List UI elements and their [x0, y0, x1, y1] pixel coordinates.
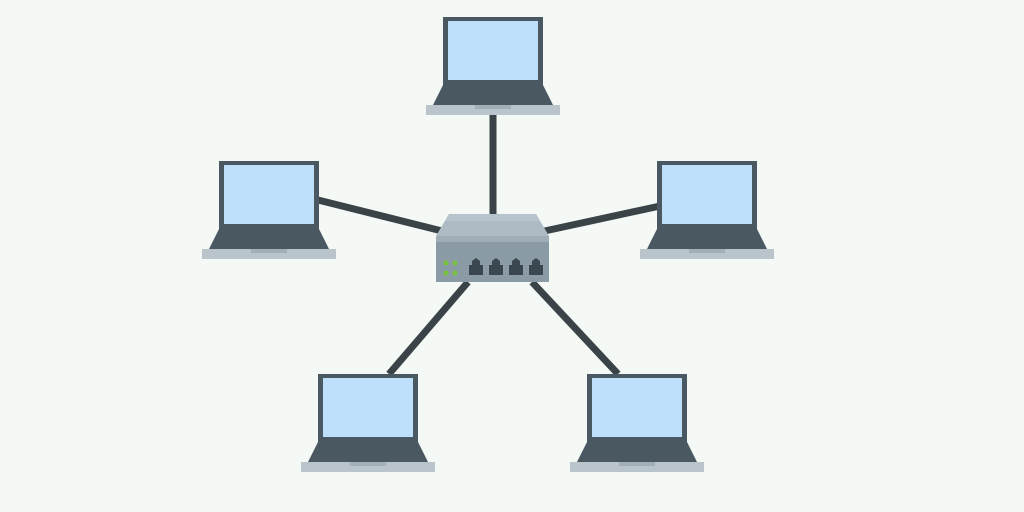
switch-ethernet-port: [489, 258, 503, 275]
switch-top-highlight: [445, 214, 540, 221]
cables: [317, 114, 661, 377]
switch-front-band: [436, 236, 549, 242]
laptop-trackpad: [350, 462, 386, 466]
cable-lower-left: [386, 279, 471, 377]
laptop-top: [426, 17, 560, 115]
laptop-keyboard: [209, 229, 329, 249]
laptop-trackpad: [251, 249, 287, 253]
laptop-trackpad: [619, 462, 655, 466]
switch-ethernet-port: [529, 258, 543, 275]
laptop-keyboard: [577, 442, 697, 462]
laptop-screen: [592, 378, 682, 437]
switch-ethernet-port: [509, 258, 523, 275]
switch-led: [443, 270, 449, 276]
laptop-base: [640, 249, 774, 259]
switch-led: [443, 260, 449, 266]
cable-upper-right: [539, 202, 661, 236]
laptop-lower-left: [301, 374, 435, 472]
laptop-keyboard: [647, 229, 767, 249]
laptop-base: [202, 249, 336, 259]
switch-front-face: [436, 236, 549, 282]
cable-lower-right: [529, 279, 621, 377]
switch-led: [452, 260, 458, 266]
laptops: [202, 17, 774, 472]
laptop-lower-right: [570, 374, 704, 472]
laptop-screen: [224, 165, 314, 224]
laptop-screen: [323, 378, 413, 437]
laptop-upper-right: [640, 161, 774, 259]
network-switch: [436, 214, 549, 282]
laptop-trackpad: [475, 105, 511, 109]
laptop-upper-left: [202, 161, 336, 259]
switch-led: [452, 270, 458, 276]
laptop-screen: [448, 21, 538, 80]
laptop-keyboard: [308, 442, 428, 462]
laptop-base: [570, 462, 704, 472]
laptop-keyboard: [433, 85, 553, 105]
laptop-screen: [662, 165, 752, 224]
laptop-base: [426, 105, 560, 115]
switch-ethernet-port: [469, 258, 483, 275]
laptop-base: [301, 462, 435, 472]
cable-upper-left: [317, 196, 447, 236]
laptop-trackpad: [689, 249, 725, 253]
